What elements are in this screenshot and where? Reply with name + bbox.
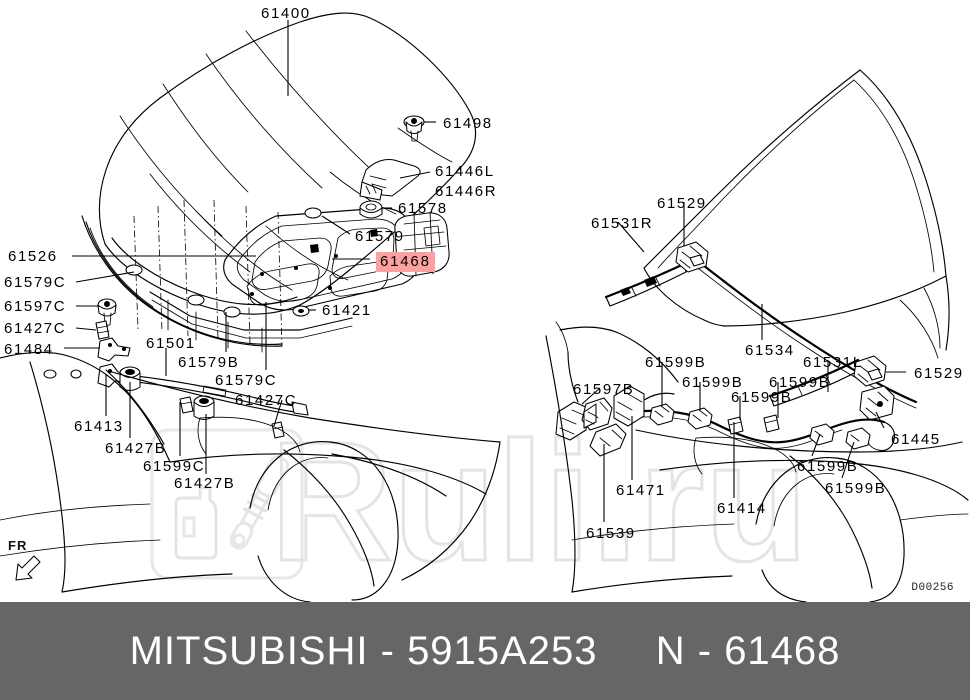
bracket-61484 — [97, 337, 131, 362]
nut-61578 — [359, 200, 383, 219]
clip-61529-top — [675, 241, 709, 273]
part-callout-61579C: 61579C — [215, 372, 278, 389]
part-callout-61539: 61539 — [586, 525, 636, 542]
clip-61599B-1 — [649, 403, 675, 426]
part-callout-61446R: 61446R — [435, 183, 498, 200]
bumper-61597C — [97, 298, 117, 326]
clip-61599B-2 — [687, 407, 713, 430]
part-callout-61531L: 61531L — [803, 354, 863, 371]
footer-group: N — [655, 628, 686, 673]
part-callout-61534: 61534 — [745, 342, 795, 359]
part-callout-61413: 61413 — [74, 418, 124, 435]
part-callout-61597C: 61597C — [4, 298, 67, 315]
footer-part-number: 61468 — [724, 628, 841, 673]
part-callout-61414: 61414 — [717, 500, 767, 517]
part-callout-61400: 61400 — [261, 5, 311, 22]
part-callout-61579: 61579 — [355, 228, 405, 245]
part-callout-61599C: 61599C — [143, 458, 206, 475]
diagram-code: D00256 — [911, 582, 954, 594]
right-view-cowl-release — [545, 69, 969, 603]
footer-separator-1: - — [380, 628, 395, 673]
part-callout-61498: 61498 — [443, 115, 493, 132]
clip-61599B-6 — [845, 427, 871, 450]
part-callout-61445: 61445 — [891, 431, 941, 448]
part-callout-61531R: 61531R — [591, 215, 654, 232]
part-callout-61484: 61484 — [4, 341, 54, 358]
part-callout-61427B: 61427B — [174, 475, 236, 492]
clip-61599B-4 — [763, 414, 780, 433]
part-callout-61578: 61578 — [398, 200, 448, 217]
footer-text: MITSUBISHI - 5915A253 N - 61468 — [130, 629, 841, 674]
lever-61471 — [583, 385, 645, 429]
part-callout-61526: 61526 — [8, 248, 58, 265]
clip-61599B-3 — [727, 416, 744, 435]
part-callout-61427C: 61427C — [235, 392, 298, 409]
release-handle-61597B — [555, 397, 627, 457]
footer-catalog-number: 5915A253 — [407, 628, 598, 673]
part-callout-61446L: 61446L — [435, 163, 495, 180]
clamp-61445 — [859, 385, 895, 421]
part-callout-61529: 61529 — [914, 365, 964, 382]
part-callout-61501: 61501 — [146, 335, 196, 352]
part-callout-61599B: 61599B — [769, 374, 831, 391]
clip-61529-right — [853, 355, 887, 387]
grommet-61421 — [292, 305, 310, 317]
orientation-marker-fr: FR — [8, 538, 28, 553]
part-callout-61579C: 61579C — [4, 274, 67, 291]
part-callout-61468-highlighted: 61468 — [376, 252, 435, 272]
clip-61427C-left — [95, 320, 110, 340]
part-callout-61599B: 61599B — [682, 374, 744, 391]
clip-61427C-far — [271, 421, 285, 439]
footer-brand: MITSUBISHI — [129, 628, 369, 673]
part-callout-61599B: 61599B — [797, 458, 859, 475]
bolt-61498 — [403, 115, 425, 142]
cushion-61427B-b — [193, 395, 215, 421]
footer-separator-2: - — [697, 628, 713, 673]
part-callout-61599B: 61599B — [645, 354, 707, 371]
part-callout-61579B: 61579B — [178, 354, 240, 371]
part-callout-61421: 61421 — [322, 302, 372, 319]
part-callout-61599B: 61599B — [825, 480, 887, 497]
leader-lines — [64, 20, 906, 522]
clip-61427C-right — [179, 396, 194, 414]
part-callout-61597B: 61597B — [573, 381, 635, 398]
part-callout-61529: 61529 — [657, 195, 707, 212]
footer-bar: MITSUBISHI - 5915A253 N - 61468 — [0, 602, 970, 700]
part-callout-61427B: 61427B — [105, 440, 167, 457]
clip-61599B-5 — [809, 423, 835, 446]
part-callout-61471: 61471 — [616, 482, 666, 499]
fr-arrow-icon — [15, 555, 41, 581]
watermark-ruli-ru: Ruli.ru — [150, 406, 810, 599]
left-view-hood-assembly — [0, 12, 501, 603]
part-callout-61599B: 61599B — [731, 389, 793, 406]
part-callout-61427C: 61427C — [4, 320, 67, 337]
